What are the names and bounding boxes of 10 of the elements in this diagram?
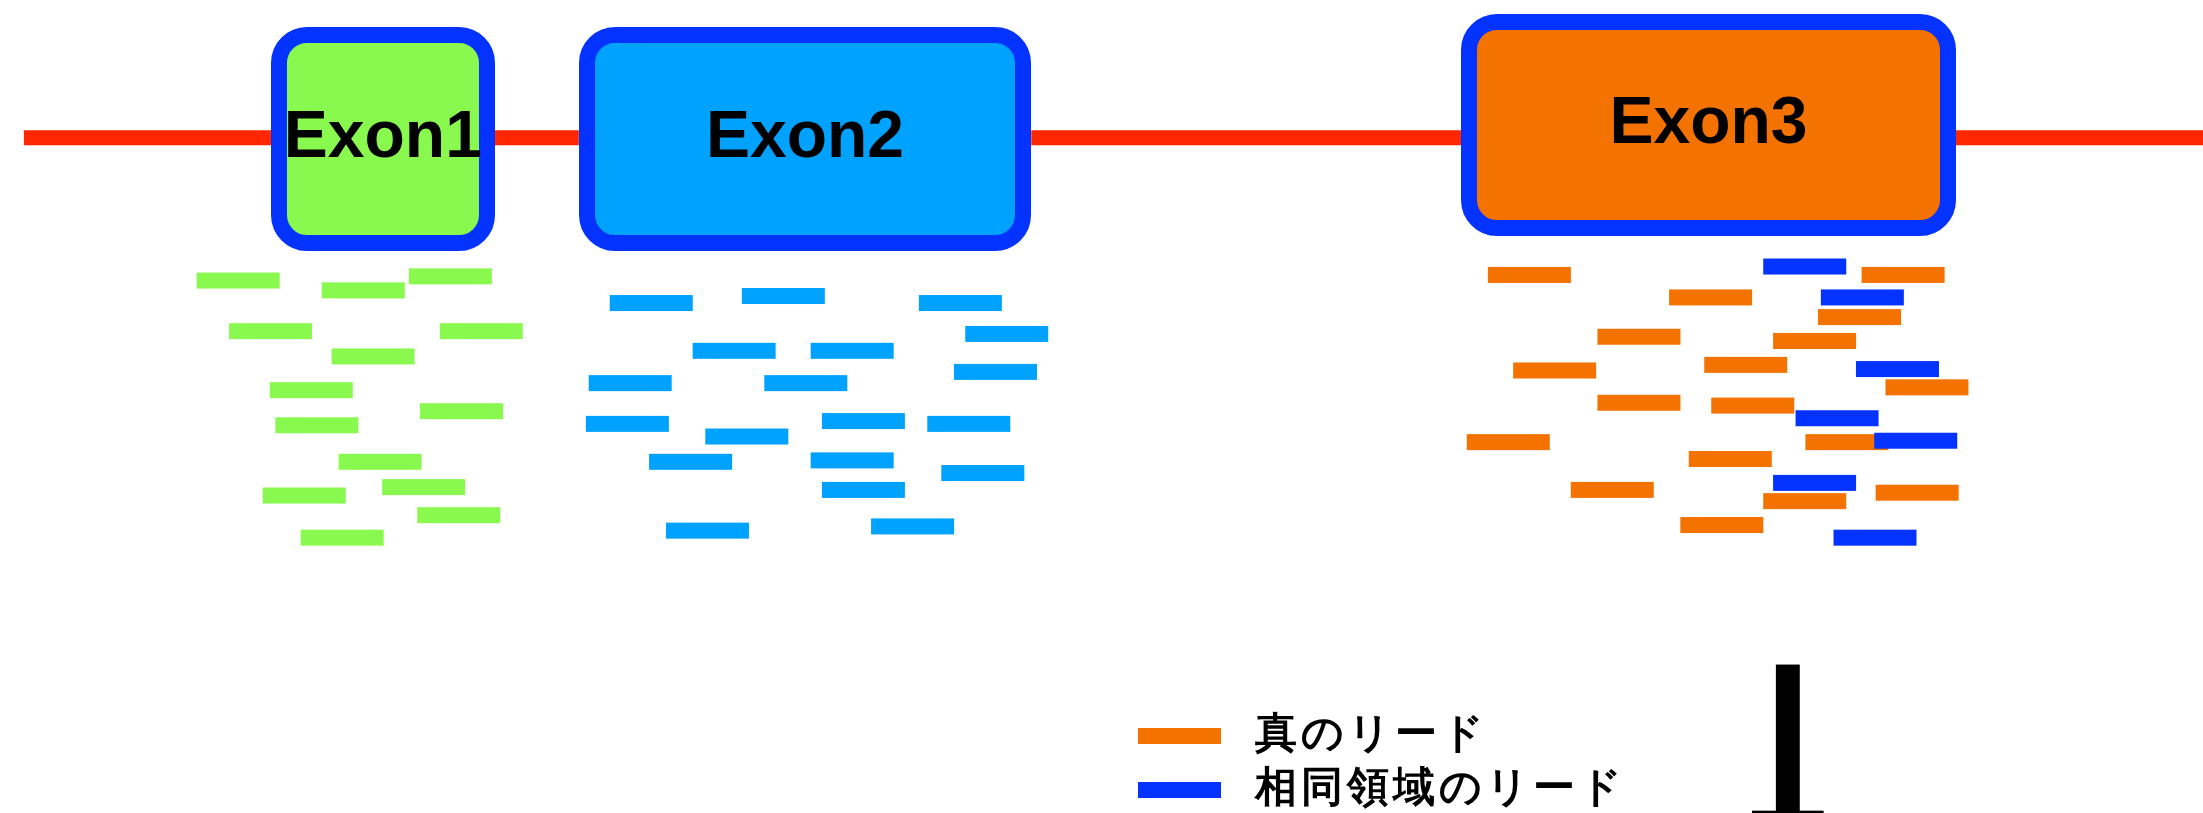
gene-line	[1955, 130, 2203, 146]
legend-label: 真のリード	[1254, 712, 1488, 755]
gene-line	[1031, 130, 1462, 146]
exon-box	[578, 26, 1032, 252]
gene-line	[494, 130, 579, 146]
gene-line	[23, 130, 272, 146]
exon-box	[1461, 14, 1956, 237]
exon-label: Exon2	[706, 101, 905, 168]
legend-label: 相同領域のリード	[1254, 765, 1626, 808]
exon-label: Exon3	[1609, 87, 1808, 154]
